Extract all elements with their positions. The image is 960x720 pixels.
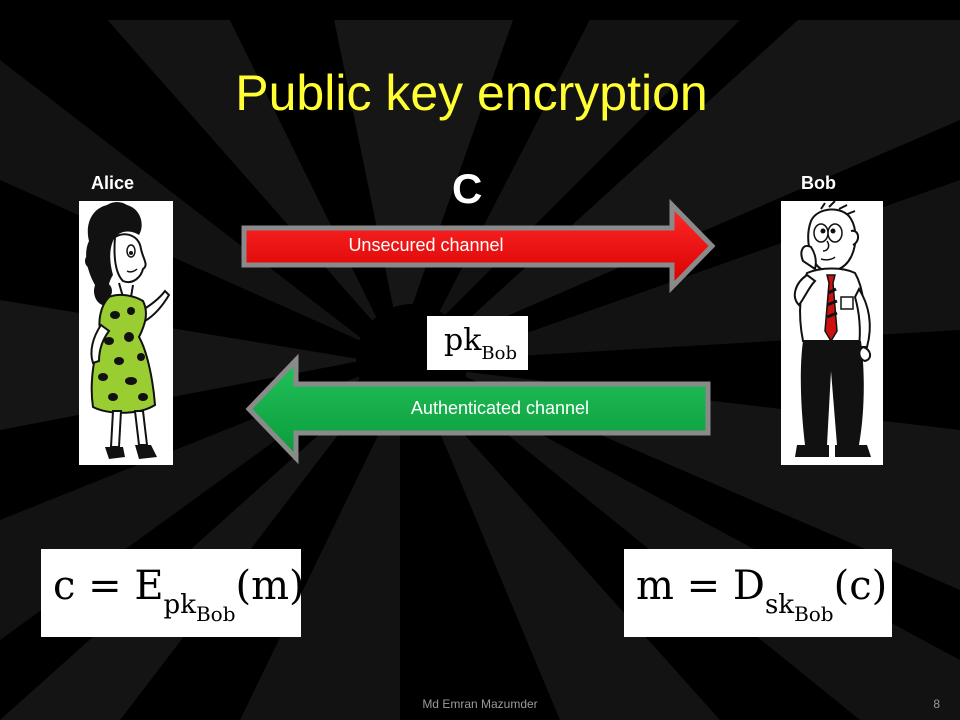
authenticated-channel-label: Authenticated channel [410,398,590,418]
decryption-lhs: m = D [636,563,765,609]
decryption-key-owner: Bob [794,602,834,626]
decryption-key-sub: sk [764,590,795,620]
encryption-key-sub: pk [163,590,196,620]
bob-figure [781,200,883,465]
unsecured-channel-arrow [241,198,716,294]
ciphertext-label: C [452,165,483,212]
public-key-icon: pkBob [444,323,517,365]
alice-figure [79,201,173,465]
bob-cartoon-icon [793,200,871,457]
encryption-key-owner: Bob [195,602,236,626]
unsecured-channel-label: Unsecured channel [348,235,504,255]
encryption-arg: (m) [235,563,305,609]
public-key-subscript: Bob [481,343,517,364]
footer-author: Md Emran Mazumder [422,697,538,711]
public-key-box: pkBob [427,316,528,370]
alice-label: Alice [91,173,135,193]
decryption-formula: m = DskBob(c) [624,549,892,637]
page-number: 8 [933,697,940,711]
decryption-arg: (c) [833,563,888,609]
encryption-lhs: c = E [53,563,164,609]
bob-label: Bob [801,173,836,193]
public-key-base: pk [444,323,482,358]
alice-cartoon-icon [85,202,171,459]
authenticated-channel-arrow [245,353,711,465]
slide-title: Public key encryption [235,65,708,121]
encryption-formula: c = EpkBob(m) [41,549,305,637]
